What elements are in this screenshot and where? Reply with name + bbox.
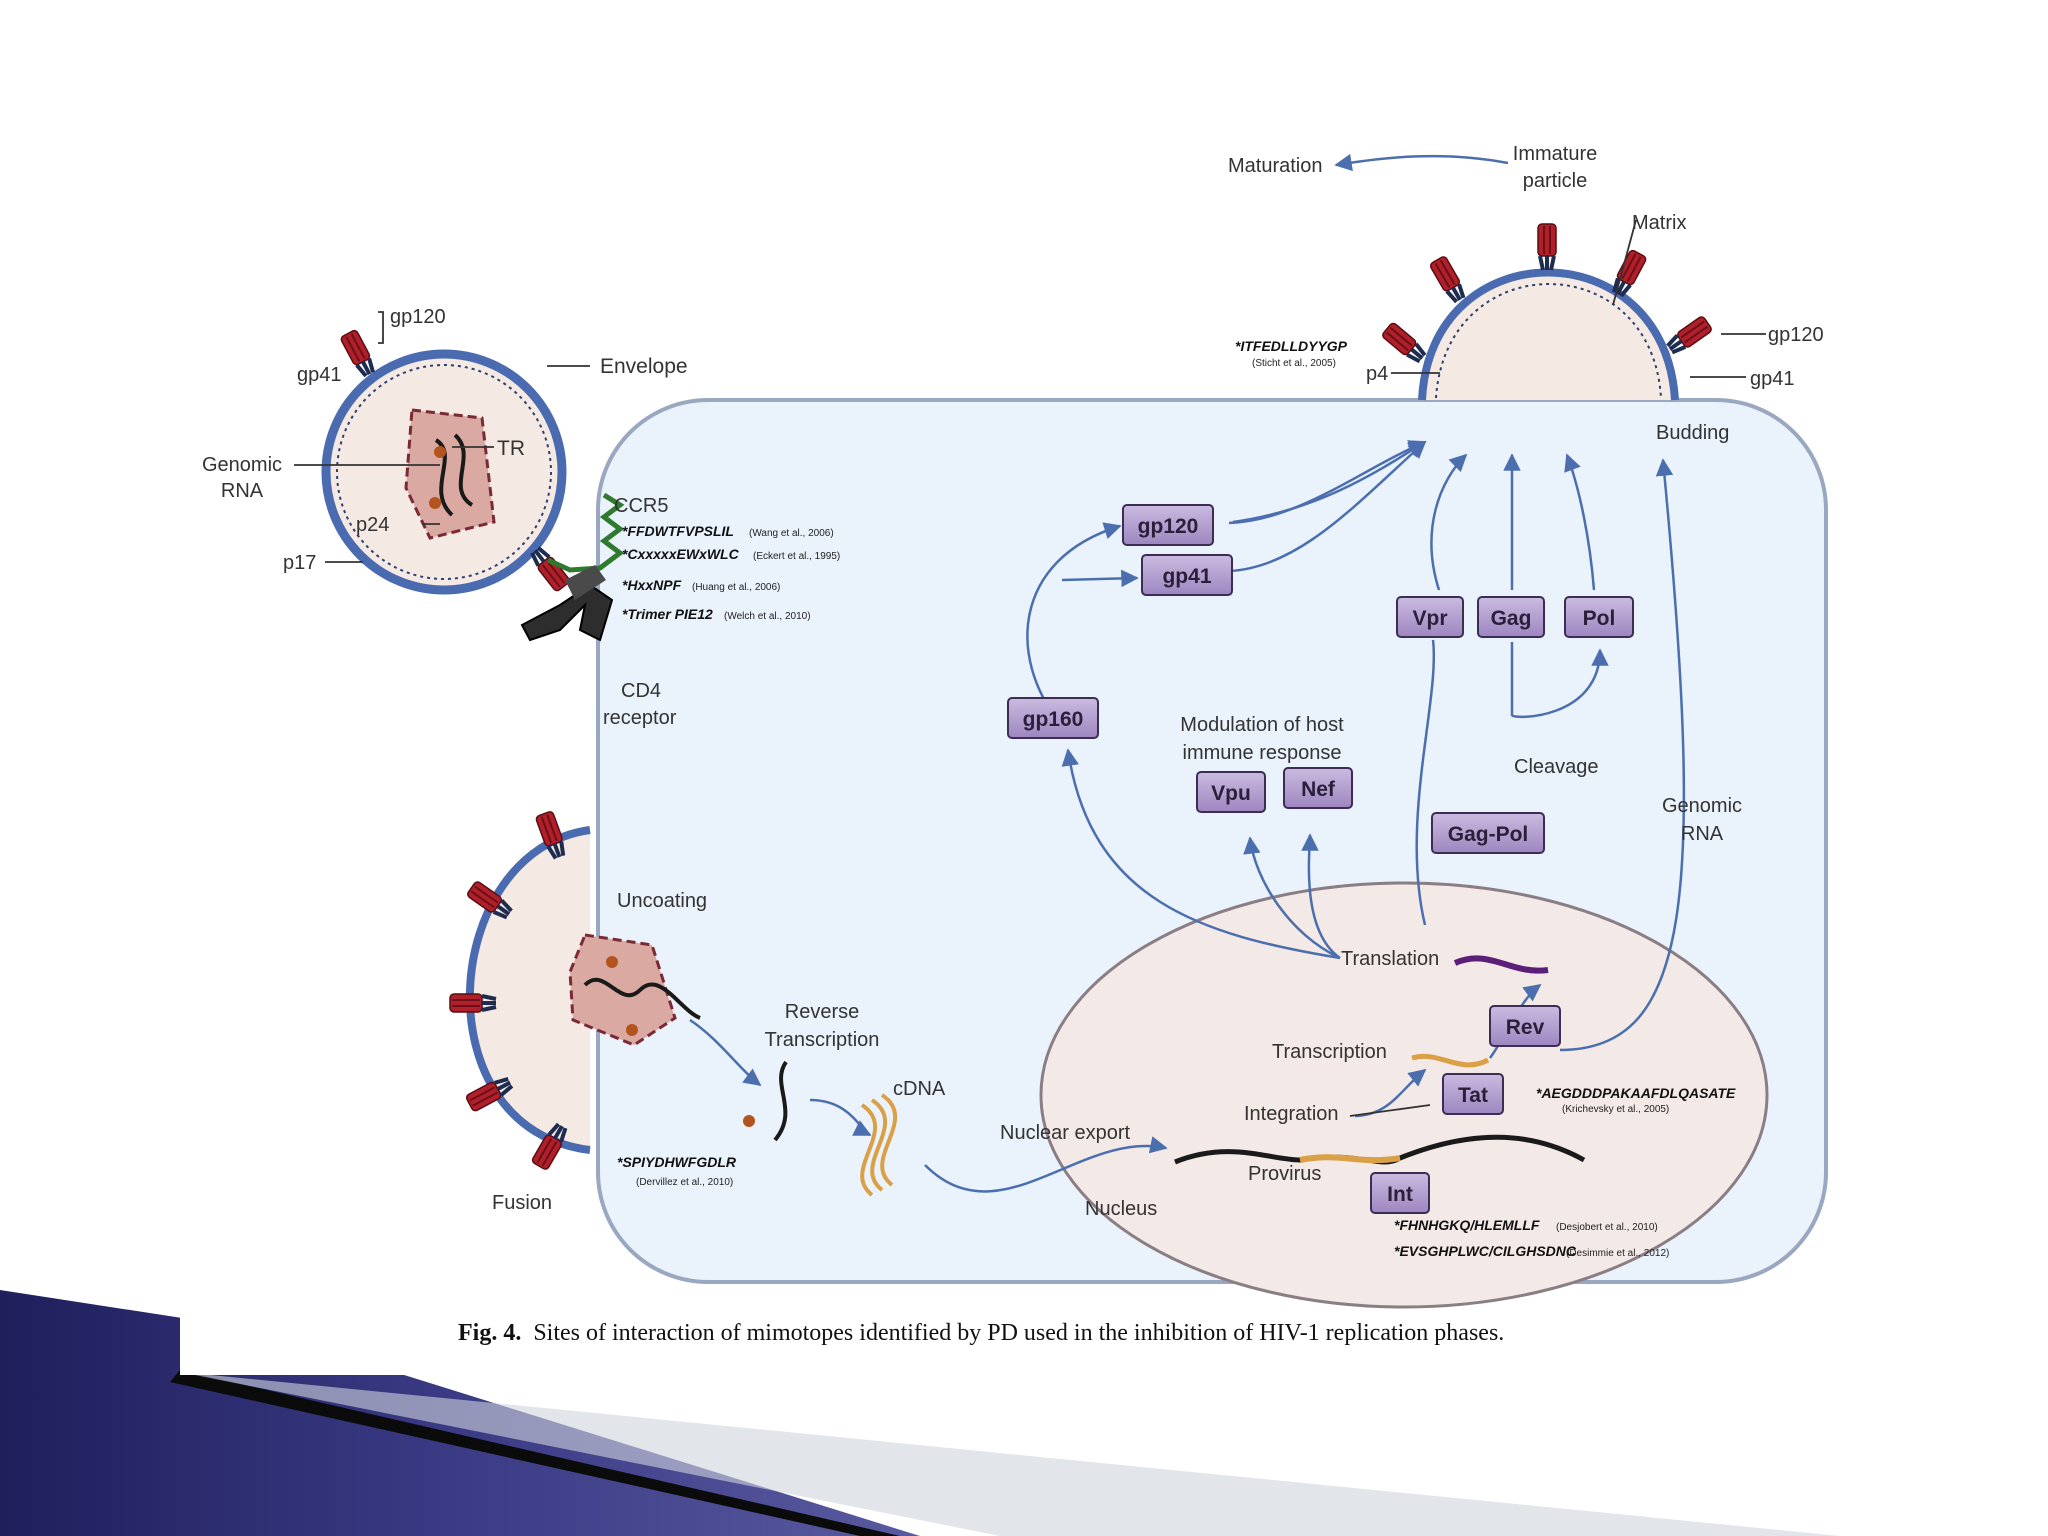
box-tat: Tat	[1442, 1073, 1504, 1115]
label-ccr5: CCR5	[614, 495, 668, 517]
svg-text:gp160: gp160	[1023, 708, 1084, 731]
label-nuclear-export: Nuclear export	[1000, 1122, 1131, 1144]
label-cleavage: Cleavage	[1514, 756, 1599, 778]
peptide-4-ref: (Welch et al., 2010)	[724, 611, 811, 622]
figure-caption: Fig. 4. Sites of interaction of mimotope…	[458, 1320, 1504, 1346]
caption-text: Sites of interaction of mimotopes identi…	[533, 1320, 1504, 1346]
label-budding: Budding	[1656, 422, 1729, 444]
label-transcription: Transcription	[1272, 1041, 1387, 1063]
label-genomic-rna-left-1: Genomic	[202, 454, 282, 476]
box-gp41: gp41	[1141, 554, 1233, 596]
label-gp120-right: gp120	[1768, 324, 1824, 346]
label-modulation-1: Modulation of host	[1180, 714, 1344, 736]
budding-virion	[1379, 222, 1715, 401]
flow-arrows	[689, 153, 1686, 1193]
peptide-1: *FFDWTFVPSLIL	[622, 523, 734, 539]
label-tr: TR	[497, 437, 525, 460]
label-integration: Integration	[1244, 1103, 1339, 1125]
box-vpu: Vpu	[1196, 771, 1266, 813]
box-vpr: Vpr	[1396, 596, 1464, 638]
box-gp120: gp120	[1122, 504, 1214, 546]
box-rev: Rev	[1489, 1005, 1561, 1047]
peptide-3: *HxxNPF	[622, 577, 682, 593]
label-reverse-2: Transcription	[765, 1029, 880, 1051]
label-nucleus: Nucleus	[1085, 1198, 1157, 1220]
peptide-6: *SPIYDHWFGDLR	[617, 1154, 737, 1170]
label-modulation-2: immune response	[1183, 742, 1342, 764]
label-p24: p24	[356, 514, 389, 536]
svg-text:Gag: Gag	[1491, 607, 1532, 630]
box-pol: Pol	[1564, 596, 1634, 638]
label-reverse-1: Reverse	[785, 1001, 859, 1023]
label-envelope: Envelope	[600, 355, 688, 378]
peptide-9: *EVSGHPLWC/CILGHSDNC	[1394, 1243, 1577, 1259]
peptide-8: *FHNHGKQ/HLEMLLF	[1394, 1217, 1540, 1233]
nucleus-region	[1039, 881, 1769, 1309]
box-nef: Nef	[1283, 767, 1353, 809]
svg-text:Vpr: Vpr	[1412, 607, 1447, 630]
svg-text:Gag-Pol: Gag-Pol	[1448, 823, 1529, 846]
diagram-labels: gp120 gp41 Envelope Genomic RNA TR p24 p…	[202, 143, 1824, 1220]
label-genomic-rna-left-2: RNA	[221, 480, 264, 502]
peptide-4: *Trimer PIE12	[622, 606, 713, 622]
svg-text:Tat: Tat	[1458, 1084, 1488, 1107]
svg-text:Nef: Nef	[1301, 778, 1336, 801]
leader-lines	[294, 219, 1766, 1117]
label-uncoating: Uncoating	[617, 890, 707, 912]
receptors	[520, 492, 625, 642]
peptide-5-ref: (Sticht et al., 2005)	[1252, 358, 1336, 369]
nucleic-acids	[743, 955, 1586, 1197]
box-gp160: gp160	[1007, 697, 1099, 739]
peptide-1-ref: (Wang et al., 2006)	[749, 528, 834, 539]
label-genomic-rna-right-2: RNA	[1681, 823, 1724, 845]
svg-text:gp120: gp120	[1138, 515, 1199, 538]
box-gag-pol: Gag-Pol	[1431, 812, 1545, 854]
svg-text:gp41: gp41	[1162, 565, 1211, 588]
label-cdna: cDNA	[893, 1078, 946, 1100]
svg-text:Int: Int	[1387, 1183, 1413, 1206]
label-provirus: Provirus	[1248, 1163, 1321, 1185]
svg-text:Rev: Rev	[1506, 1016, 1545, 1039]
label-gp41-right: gp41	[1750, 368, 1795, 390]
peptide-7: *AEGDDDPAKAAFDLQASATE	[1536, 1085, 1736, 1101]
protein-boxes: gp120 gp41 Vpr Gag Pol gp160 Vpu Nef	[1007, 504, 1634, 1214]
label-gp41-top: gp41	[297, 364, 342, 386]
fusing-virion	[448, 808, 701, 1173]
free-virion	[321, 329, 573, 595]
label-cd4-1: CD4	[621, 680, 661, 702]
label-gp120-top: gp120	[390, 306, 446, 328]
label-cd4-2: receptor	[603, 707, 677, 729]
label-genomic-rna-right-1: Genomic	[1662, 795, 1742, 817]
peptide-3-ref: (Huang et al., 2006)	[692, 582, 780, 593]
label-p17: p17	[283, 552, 316, 574]
box-gag: Gag	[1477, 596, 1545, 638]
peptide-annotations: *FFDWTFVPSLIL (Wang et al., 2006) *Cxxxx…	[617, 338, 1736, 1259]
svg-text:Pol: Pol	[1583, 607, 1616, 630]
peptide-2: *CxxxxxEWxWLC	[622, 546, 740, 562]
peptide-7-ref: (Krichevsky et al., 2005)	[1562, 1104, 1669, 1115]
label-maturation: Maturation	[1228, 155, 1323, 177]
label-immature-1: Immature	[1513, 143, 1597, 165]
caption-prefix: Fig. 4.	[458, 1320, 521, 1346]
label-immature-2: particle	[1523, 170, 1587, 192]
peptide-2-ref: (Eckert et al., 1995)	[753, 551, 840, 562]
label-p4: p4	[1366, 363, 1388, 385]
label-translation: Translation	[1341, 948, 1439, 970]
peptide-8-ref: (Desjobert et al., 2010)	[1556, 1222, 1658, 1233]
svg-text:Vpu: Vpu	[1211, 782, 1251, 805]
peptide-9-ref: (Desimmie et al., 2012)	[1566, 1248, 1669, 1259]
label-fusion: Fusion	[492, 1192, 552, 1214]
peptide-6-ref: (Dervillez et al., 2010)	[636, 1177, 733, 1188]
label-matrix: Matrix	[1632, 212, 1686, 234]
box-int: Int	[1370, 1172, 1430, 1214]
peptide-5: *ITFEDLLDYYGP	[1235, 338, 1348, 354]
